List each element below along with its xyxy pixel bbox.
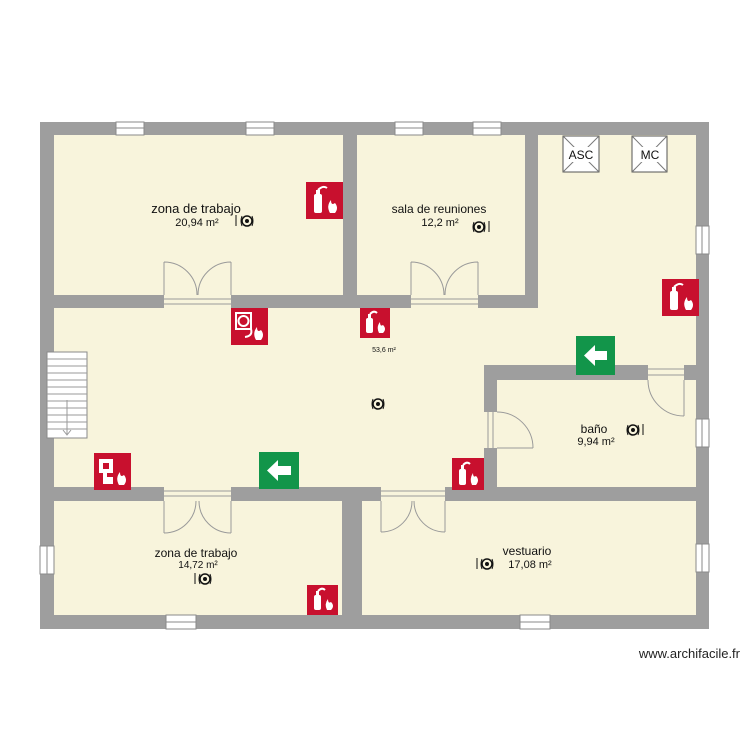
smoke-detector-icons [194, 215, 644, 585]
room-label-meeting: sala de reuniones [392, 202, 487, 216]
emergency-exit-sign-1 [576, 336, 615, 375]
door-swing [197, 261, 232, 296]
fire-extinguisher-sign-3 [360, 308, 390, 338]
door-swing [496, 411, 534, 449]
room-floor-meeting [357, 135, 525, 295]
door-swing [413, 500, 446, 533]
room-label-workzone-2: zona de trabajo [155, 546, 238, 560]
smoke-detector-icon [476, 558, 494, 570]
smoke-detector-icon [194, 573, 212, 585]
emergency-exit-sign-2 [259, 452, 299, 489]
fire-extinguisher-sign-4 [452, 458, 484, 490]
door-swing [444, 261, 479, 296]
door-swing [198, 500, 232, 534]
elevator-label: ASC [569, 148, 594, 162]
room-area-workzone-1: 20,94 m² [175, 217, 219, 229]
fire-extinguisher-sign-1 [306, 182, 343, 219]
door-swings [163, 261, 685, 534]
staircase [46, 351, 88, 439]
room-label-bathroom: baño [581, 422, 608, 436]
smoke-detector-icon [371, 398, 385, 410]
smoke-detector-icon [626, 424, 644, 436]
room-floor-workzone-1 [54, 135, 343, 295]
door-swing [380, 500, 413, 533]
door-swing [647, 379, 685, 417]
window-glass-lines [46, 127, 703, 623]
machine-room-label-bg [637, 147, 663, 162]
watermark: www.archifacile.fr [638, 646, 740, 661]
smoke-detector-icon [472, 221, 490, 233]
machine-room-label: MC [641, 148, 660, 162]
room-floor-workzone-2 [54, 501, 342, 615]
door-swing [163, 500, 197, 534]
door-thresholds [164, 298, 684, 497]
room-area-workzone-2: 14,72 m² [178, 560, 218, 571]
room-floor-locker [362, 501, 696, 615]
door-swing [410, 261, 445, 296]
room-label-workzone-1: zona de trabajo [151, 201, 241, 216]
fire-extinguisher-sign-2 [662, 279, 699, 316]
fire-hose-sign [231, 308, 268, 345]
door-swing [163, 261, 198, 296]
room-label-locker: vestuario [503, 544, 552, 558]
fire-alarm-sign [94, 453, 131, 490]
fire-extinguisher-sign-5 [307, 585, 338, 615]
elevator-label-bg [567, 147, 595, 162]
smoke-detector-icon [235, 215, 254, 227]
room-area-meeting: 12,2 m² [421, 217, 459, 229]
room-area-locker: 17,08 m² [508, 559, 552, 571]
room-area-hall: 53,6 m² [372, 347, 396, 354]
room-area-bathroom: 9,94 m² [577, 436, 615, 448]
